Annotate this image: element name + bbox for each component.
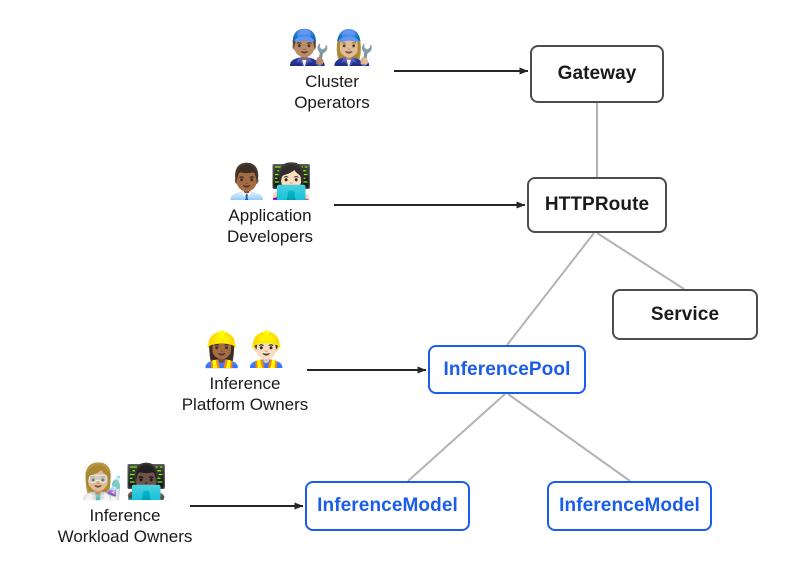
cluster-operators-label: Cluster Operators — [294, 72, 370, 112]
cluster-operators-emoji: 👨🏽‍🔧👩🏼‍🔧 — [287, 28, 377, 68]
actor-inference-workload-owners: 👩🏼‍🔬👨🏿‍💻 Inference Workload Owners — [35, 462, 215, 547]
application-developers-label: Application Developers — [227, 206, 313, 246]
application-developers-emoji: 👨🏾‍💼👩🏻‍💻 — [225, 162, 315, 202]
node-inferencemodel-right[interactable]: InferenceModel — [547, 481, 712, 531]
actor-inference-platform-owners: 👷🏾‍♀️👷🏻‍♂️ Inference Platform Owners — [155, 330, 335, 415]
edge-httproute-inferencepool — [506, 232, 595, 346]
inference-workload-owners-emoji: 👩🏼‍🔬👨🏿‍💻 — [80, 462, 170, 502]
edge-inferencepool-inferencemodel-right — [507, 393, 631, 482]
node-httproute[interactable]: HTTPRoute — [527, 177, 667, 233]
node-gateway[interactable]: Gateway — [530, 45, 664, 103]
edge-httproute-service — [596, 232, 685, 290]
node-service-label: Service — [650, 303, 720, 325]
node-service[interactable]: Service — [612, 289, 758, 340]
inference-platform-owners-emoji: 👷🏾‍♀️👷🏻‍♂️ — [200, 330, 290, 370]
inference-workload-owners-label: Inference Workload Owners — [57, 506, 193, 546]
node-inferencemodel-right-label: InferenceModel — [559, 495, 700, 516]
edge-inferencepool-inferencemodel-left — [407, 393, 506, 482]
node-httproute-label: HTTPRoute — [544, 194, 650, 215]
node-inferencepool-label: InferencePool — [443, 358, 571, 380]
node-gateway-label: Gateway — [557, 63, 637, 84]
node-inferencemodel-left-label: InferenceModel — [317, 495, 458, 516]
inference-platform-owners-label: Inference Platform Owners — [181, 374, 309, 414]
node-inferencemodel-left[interactable]: InferenceModel — [305, 481, 470, 531]
actor-cluster-operators: 👨🏽‍🔧👩🏼‍🔧 Cluster Operators — [252, 28, 412, 113]
node-inferencepool[interactable]: InferencePool — [428, 345, 586, 394]
actor-application-developers: 👨🏾‍💼👩🏻‍💻 Application Developers — [190, 162, 350, 247]
